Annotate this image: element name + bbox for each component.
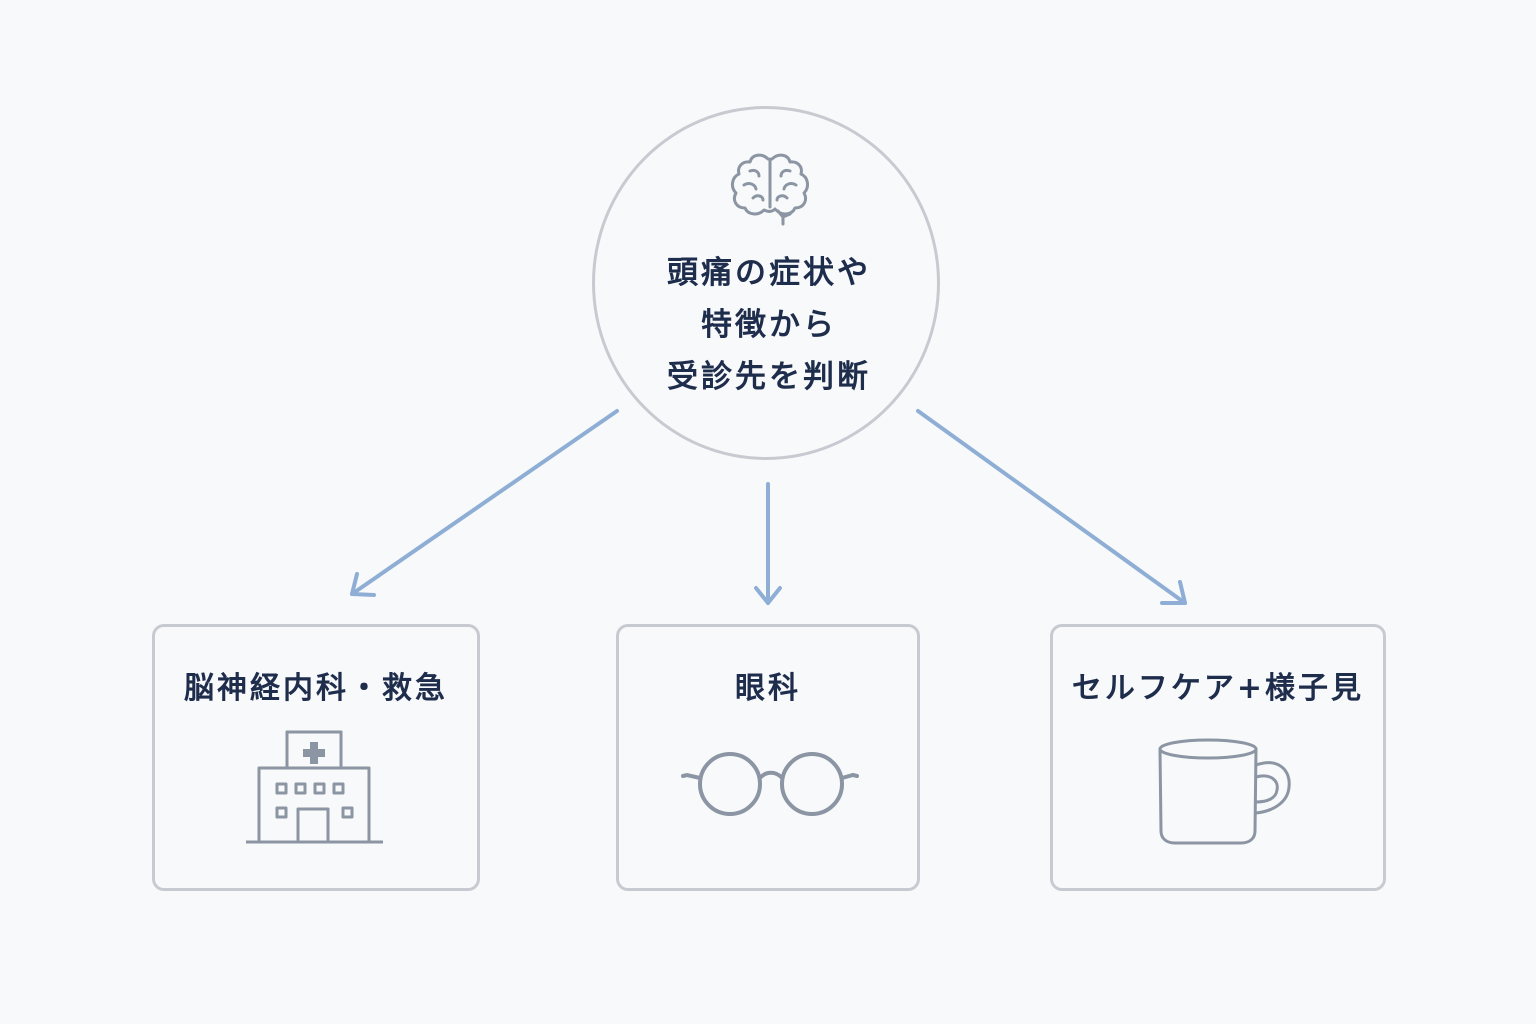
arrow-to-ophthalmology (754, 482, 782, 605)
hub-title-line-3: 受診先を判断 (667, 359, 871, 395)
hub-title: 頭痛の症状や 特徴から 受診先を判断 (629, 247, 909, 403)
card-selfcare: セルフケア+様子見 (1050, 624, 1386, 891)
hub-title-line-1: 頭痛の症状や (667, 255, 871, 291)
card-selfcare-title: セルフケア+様子見 (1071, 671, 1365, 706)
card-ophthalmology: 眼科 (616, 624, 920, 891)
mug-icon (1158, 738, 1291, 845)
arrow-to-neurology (350, 409, 619, 597)
brain-icon (730, 153, 810, 226)
hub-title-line-2: 特徴から (701, 307, 837, 343)
hub-circle: 頭痛の症状や 特徴から 受診先を判断 (592, 106, 940, 460)
card-neurology-title: 脳神経内科・救急 (184, 671, 448, 706)
hospital-icon (246, 730, 383, 844)
glasses-icon (681, 752, 859, 816)
card-ophthalmology-title: 眼科 (735, 671, 801, 706)
arrow-to-selfcare (916, 409, 1187, 605)
card-neurology-emergency: 脳神経内科・救急 (152, 624, 480, 891)
